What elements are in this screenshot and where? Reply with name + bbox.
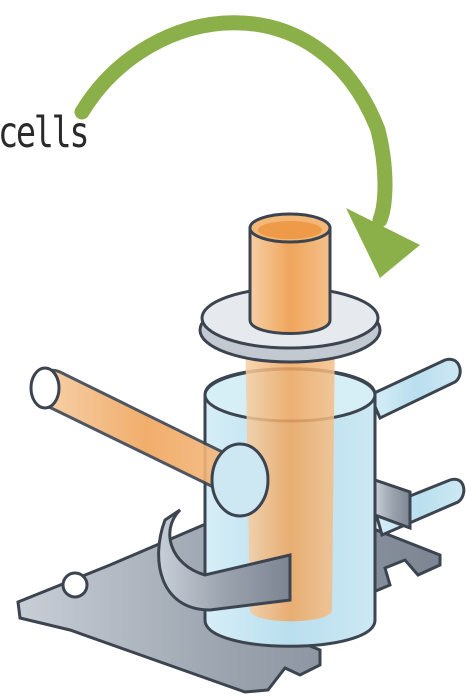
curved-arrow — [82, 23, 385, 220]
inlet-tube-opening — [31, 368, 59, 408]
side-tube-upper — [370, 359, 460, 418]
plate-hole — [63, 573, 87, 597]
cells-label: cells — [0, 112, 87, 155]
cell-insert-top — [250, 228, 330, 334]
cell-insert-inner — [258, 221, 322, 239]
inlet-port — [212, 444, 268, 516]
